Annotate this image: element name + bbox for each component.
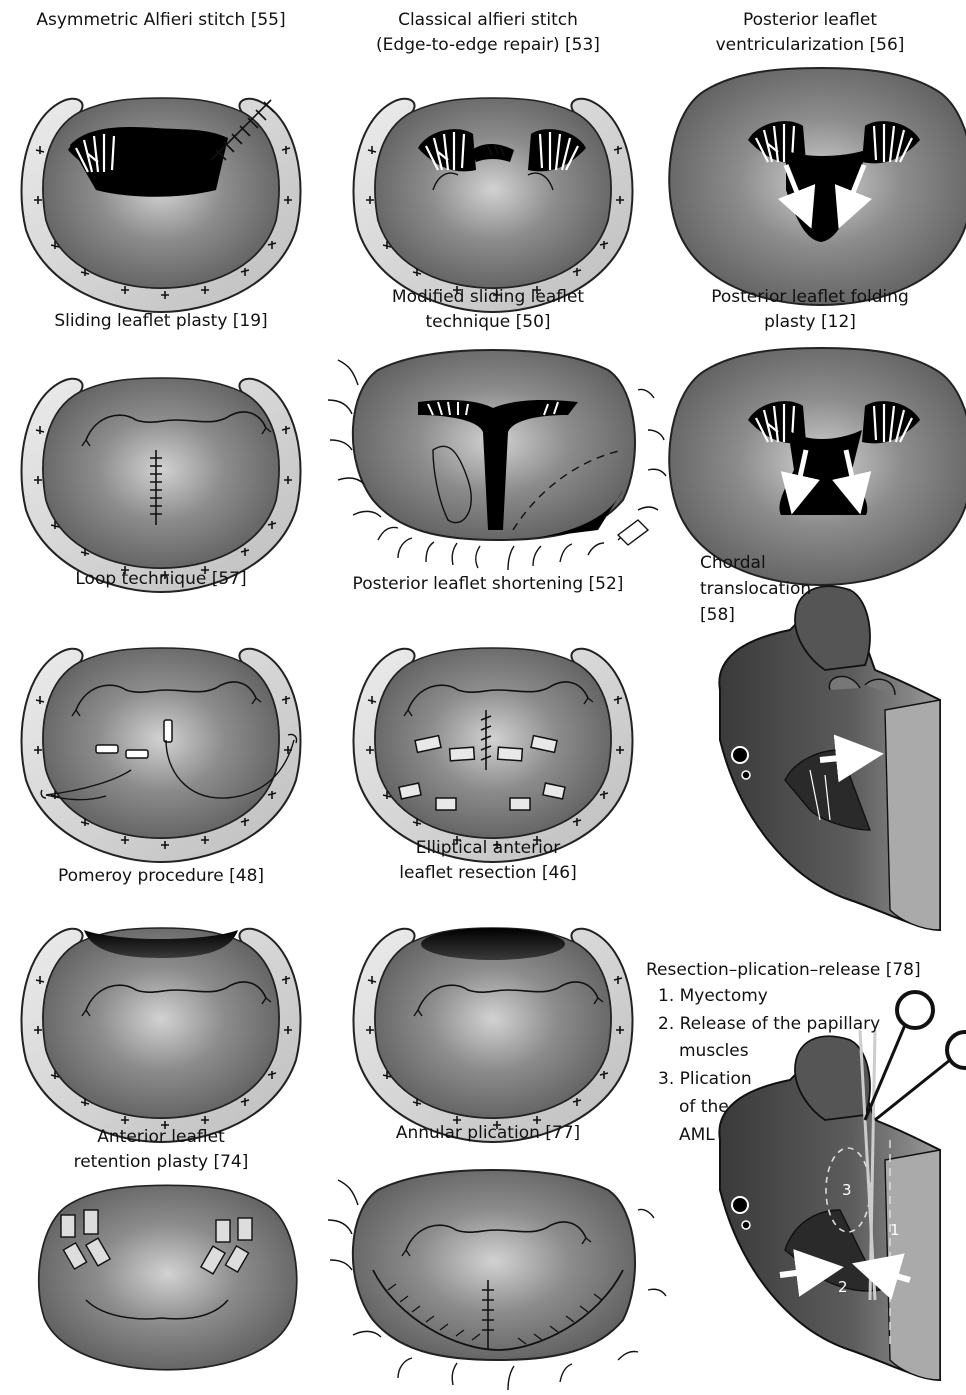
- step-release-cont: muscles: [679, 1038, 749, 1064]
- step-plication: 3. Plication: [658, 1066, 752, 1092]
- title-annular-plication: Annular plication [77]: [328, 1121, 648, 1146]
- valve-loop-technique: [21, 648, 300, 862]
- title-sliding-plasty: Sliding leaflet plasty [19]: [6, 309, 316, 334]
- title-leaflet-shortening: Posterior leaflet shortening [52]: [328, 572, 648, 597]
- valve-modified-sliding: [328, 350, 666, 570]
- marker-3: 3: [842, 1181, 852, 1199]
- valve-ventricularization: [669, 68, 966, 305]
- valve-elliptical-resection: [353, 928, 632, 1142]
- step-plication-cont2: AML: [679, 1122, 715, 1148]
- valve-sliding-plasty: [21, 378, 300, 592]
- marker-1: 1: [890, 1221, 900, 1239]
- valve-pomeroy: [21, 928, 300, 1142]
- title-asymmetric-alfieri: Asymmetric Alfieri stitch [55]: [6, 8, 316, 33]
- valve-asymmetric-alfieri: [21, 98, 300, 312]
- marker-2: 2: [838, 1278, 848, 1296]
- valve-leaflet-shortening: [353, 648, 632, 862]
- title-pomeroy: Pomeroy procedure [48]: [6, 864, 316, 889]
- heart-chordal-translocation: [719, 586, 940, 930]
- valve-classical-alfieri: [353, 98, 632, 312]
- step-myectomy: 1. Myectomy: [658, 983, 768, 1009]
- valve-annular-plication: [328, 1170, 666, 1390]
- step-release: 2. Release of the papillary: [658, 1011, 880, 1037]
- heart-resection-plication-release: 3 2 1: [719, 992, 966, 1380]
- step-plication-cont1: of the: [679, 1094, 729, 1120]
- title-resection-plication-release: Resection–plication–release [78]: [646, 957, 921, 983]
- title-classical-alfieri: Classical alfieri stitch(Edge-to-edge re…: [328, 8, 648, 58]
- valve-retention-plasty: [39, 1185, 297, 1369]
- title-loop-technique: Loop technique [57]: [6, 567, 316, 592]
- title-chordal-translocation: Chordal translocation [58]: [700, 550, 811, 628]
